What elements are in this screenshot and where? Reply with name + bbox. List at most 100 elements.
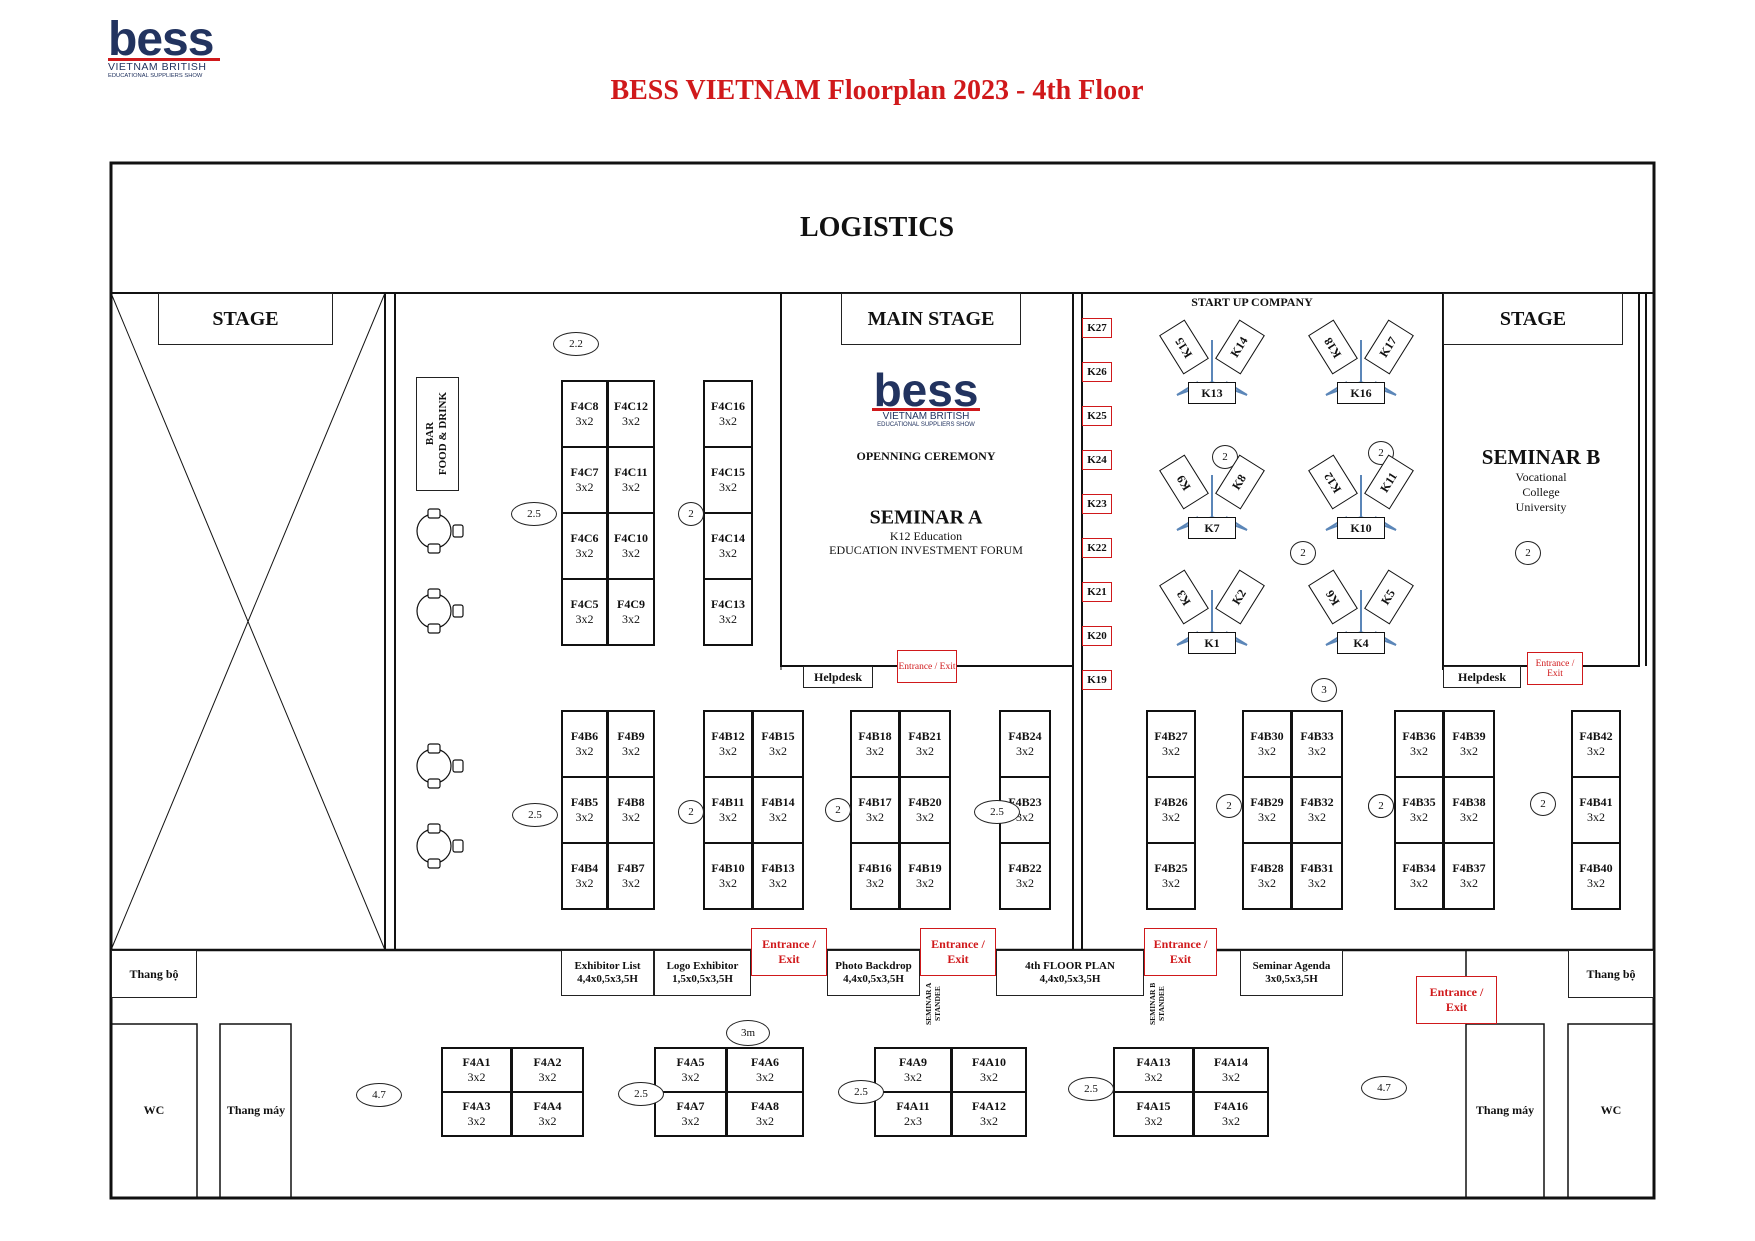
kiosk-k4[interactable]: K4 xyxy=(1337,632,1385,654)
kiosk-k27[interactable]: K27 xyxy=(1082,318,1112,338)
kiosk-k22[interactable]: K22 xyxy=(1082,538,1112,558)
entrance-exit-2[interactable]: Entrance / Exit xyxy=(920,928,996,976)
entrance-exit-1[interactable]: Entrance / Exit xyxy=(751,928,827,976)
booth-id: F4B22 xyxy=(1008,861,1042,875)
booth-id: F4B33 xyxy=(1300,729,1334,743)
entrance-exit-seminar-a[interactable]: Entrance / Exit xyxy=(897,650,957,683)
kiosk-k21[interactable]: K21 xyxy=(1082,582,1112,602)
kiosk-k20[interactable]: K20 xyxy=(1082,626,1112,646)
kiosk-k25[interactable]: K25 xyxy=(1082,406,1112,426)
aisle-width-marker: 3m xyxy=(726,1020,770,1046)
kiosk-k26[interactable]: K26 xyxy=(1082,362,1112,382)
booth-size: 3x2 xyxy=(1410,744,1428,758)
booth-size: 3x2 xyxy=(1162,876,1180,890)
kiosk-k13[interactable]: K13 xyxy=(1188,382,1236,404)
kiosk-k23[interactable]: K23 xyxy=(1082,494,1112,514)
kiosk-k1[interactable]: K1 xyxy=(1188,632,1236,654)
booth-size: 3x2 xyxy=(916,744,934,758)
entrance-exit-seminar-b[interactable]: Entrance / Exit xyxy=(1527,652,1583,685)
kiosk-k24[interactable]: K24 xyxy=(1082,450,1112,470)
kiosk-k10[interactable]: K10 xyxy=(1337,517,1385,539)
booth-size: 3x2 xyxy=(916,876,934,890)
seminar-b-sub3: University xyxy=(1515,500,1567,515)
kiosk-k7[interactable]: K7 xyxy=(1188,517,1236,539)
stage-right: STAGE xyxy=(1443,293,1623,345)
entrance-exit-3[interactable]: Entrance / Exit xyxy=(1144,928,1217,976)
sign-photo-backdrop-size: 4,4x0,5x3,5H xyxy=(843,973,904,985)
kiosk-k19[interactable]: K19 xyxy=(1082,670,1112,690)
entrance-exit-4[interactable]: Entrance / Exit xyxy=(1416,976,1497,1024)
booth-id: F4B35 xyxy=(1402,795,1436,809)
booth-size: 3x2 xyxy=(719,414,737,428)
booth-id: F4B34 xyxy=(1402,861,1436,875)
kiosk-k16[interactable]: K16 xyxy=(1337,382,1385,404)
